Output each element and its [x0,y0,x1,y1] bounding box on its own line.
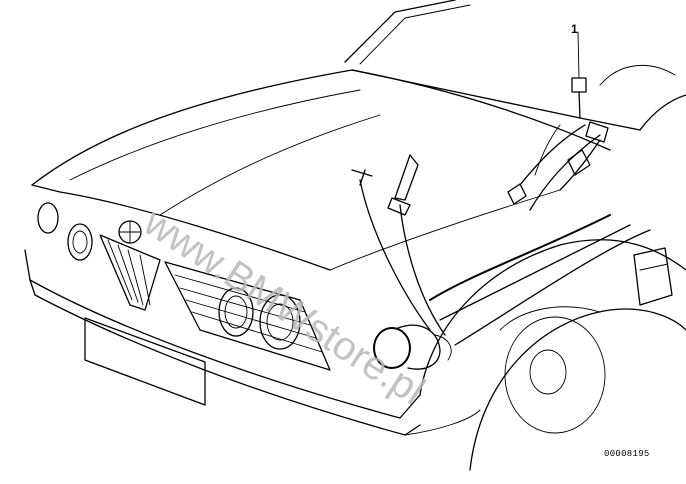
windshield [344,0,686,131]
headlights [37,202,301,350]
front-bumper [24,249,481,436]
callout-label-1: 1 [571,22,578,36]
part-number: 00008195 [604,449,650,459]
part-1 [571,31,587,119]
horn [373,324,452,370]
connectors [351,121,609,216]
front-grille [99,220,331,371]
fender-wheel [419,239,686,471]
wiring-harness [359,124,651,346]
hood [31,69,611,271]
